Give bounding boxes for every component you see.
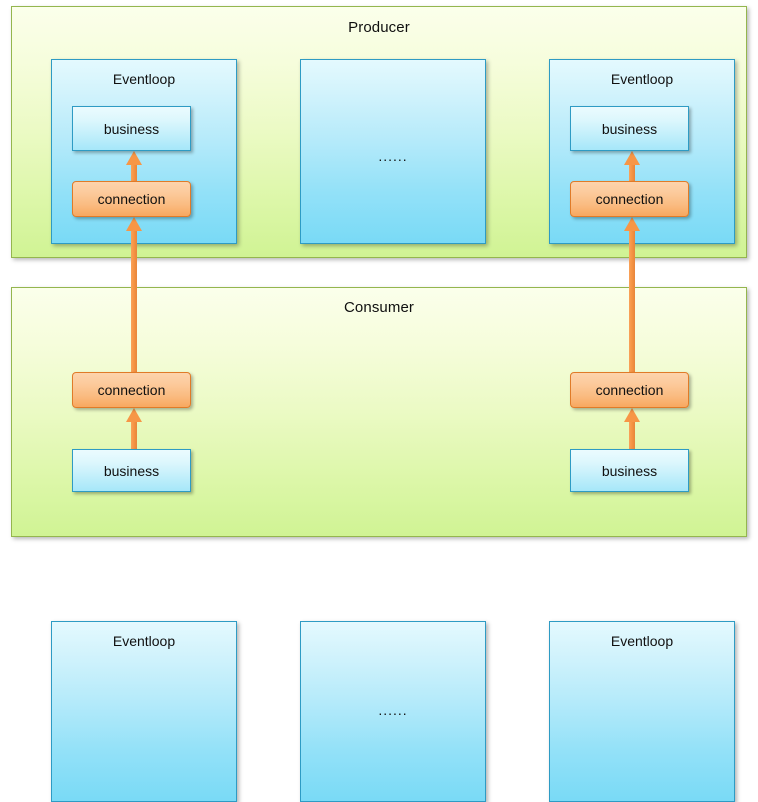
consumer-eventloop-n-business-block[interactable]: business bbox=[570, 449, 689, 492]
consumer-eventloop-placeholder-panel[interactable]: ...... bbox=[300, 621, 486, 802]
arrow-head bbox=[624, 151, 640, 165]
producer-eventloop-n-business-block[interactable]: business bbox=[570, 106, 689, 151]
consumer-eventloop-1-connection-block[interactable]: connection bbox=[72, 372, 191, 408]
arrow-head bbox=[126, 217, 142, 231]
producer-eventloop-n-title: Eventloop bbox=[610, 71, 674, 87]
consumer-eventloop-n-connection-block[interactable]: connection bbox=[570, 372, 689, 408]
arrow-shaft bbox=[131, 420, 137, 450]
arrow-shaft bbox=[131, 229, 137, 373]
arrow-consumer-n-business-to-connection bbox=[624, 408, 640, 450]
arrow-head bbox=[126, 408, 142, 422]
arrow-head bbox=[624, 217, 640, 231]
consumer-eventloop-n-panel[interactable]: Eventloop bbox=[549, 621, 735, 802]
producer-title: Producer bbox=[348, 19, 410, 36]
consumer-eventloop-1-title: Eventloop bbox=[112, 633, 176, 649]
consumer-eventloop-1-business-block[interactable]: business bbox=[72, 449, 191, 492]
arrow-shaft bbox=[629, 229, 635, 373]
producer-eventloop-1-connection-block[interactable]: connection bbox=[72, 181, 191, 217]
arrow-head bbox=[624, 408, 640, 422]
consumer-ellipsis: ...... bbox=[378, 702, 408, 718]
diagram-canvas: Producer Eventloop ...... Eventloop Cons… bbox=[11, 6, 747, 802]
arrow-head bbox=[126, 151, 142, 165]
arrow-producer-1-connection-to-business bbox=[126, 151, 142, 182]
producer-ellipsis: ...... bbox=[378, 148, 408, 164]
arrow-consumer-1-business-to-connection bbox=[126, 408, 142, 450]
consumer-title: Consumer bbox=[344, 299, 414, 316]
arrow-consumer-n-to-producer-n bbox=[624, 217, 640, 373]
arrow-shaft bbox=[629, 420, 635, 450]
producer-eventloop-placeholder-panel[interactable]: ...... bbox=[300, 59, 486, 244]
arrow-producer-n-connection-to-business bbox=[624, 151, 640, 182]
producer-eventloop-1-business-block[interactable]: business bbox=[72, 106, 191, 151]
arrow-shaft bbox=[629, 163, 635, 182]
arrow-consumer-1-to-producer-1 bbox=[126, 217, 142, 373]
arrow-shaft bbox=[131, 163, 137, 182]
consumer-eventloop-n-title: Eventloop bbox=[610, 633, 674, 649]
consumer-eventloop-1-panel[interactable]: Eventloop bbox=[51, 621, 237, 802]
producer-eventloop-n-connection-block[interactable]: connection bbox=[570, 181, 689, 217]
producer-eventloop-1-title: Eventloop bbox=[112, 71, 176, 87]
